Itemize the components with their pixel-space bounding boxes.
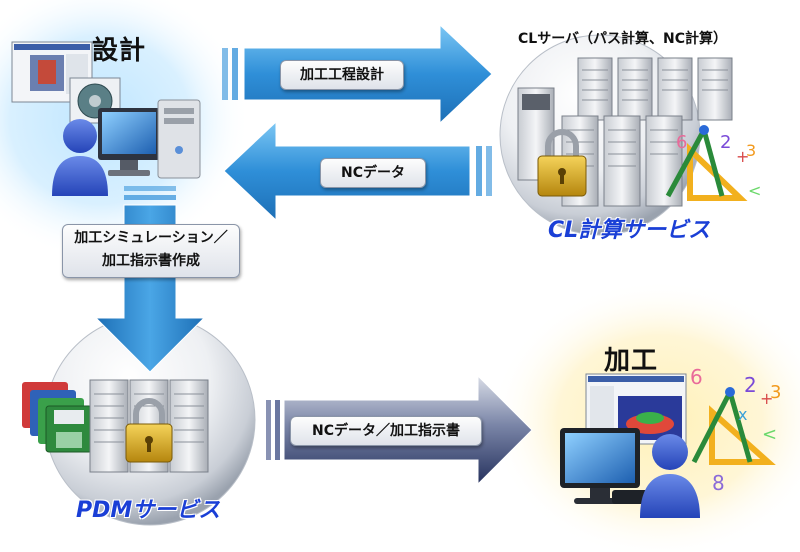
svg-text:8: 8	[712, 471, 725, 495]
pdm-service-label: PDMサービス	[76, 498, 221, 523]
svg-text:6: 6	[690, 365, 703, 389]
cl-service-label: CL計算サービス	[548, 218, 711, 243]
design-title: 設計	[92, 36, 147, 66]
pdm-lock-icon	[125, 398, 173, 463]
cl-server-title: CLサーバ（パス計算、NC計算）	[518, 31, 728, 47]
svg-text:<: <	[762, 424, 777, 445]
nc-instructions-label: NCデータ／加工指示書	[290, 416, 482, 446]
machining-math-tools-icon: 6 2 + 3 x < 8	[690, 365, 781, 495]
simulation-label: 加工シミュレーション／ 加工指示書作成	[62, 224, 240, 278]
machining-title: 加工	[604, 346, 659, 376]
cl-math-tools-icon: 6 2 + 3 <	[665, 125, 761, 201]
svg-text:2: 2	[744, 373, 757, 397]
cl-lock-icon	[537, 129, 587, 197]
svg-text:x: x	[738, 405, 747, 424]
design-workstation	[11, 41, 201, 196]
svg-text:3: 3	[770, 382, 781, 403]
simulation-arrow	[94, 186, 206, 373]
svg-text:2: 2	[720, 132, 731, 153]
svg-text:<: <	[748, 181, 761, 200]
svg-text:6: 6	[676, 132, 687, 153]
process-design-label: 加工工程設計	[280, 60, 404, 90]
machining-workstation	[560, 428, 700, 518]
simulation-label-line1: 加工シミュレーション／	[74, 230, 228, 246]
nc-data-label: NCデータ	[320, 158, 426, 188]
simulation-label-line2: 加工指示書作成	[102, 253, 200, 269]
svg-text:3: 3	[746, 141, 756, 160]
cl-server-racks	[517, 57, 733, 207]
svg-text:+: +	[736, 147, 749, 166]
svg-text:+: +	[760, 389, 773, 408]
